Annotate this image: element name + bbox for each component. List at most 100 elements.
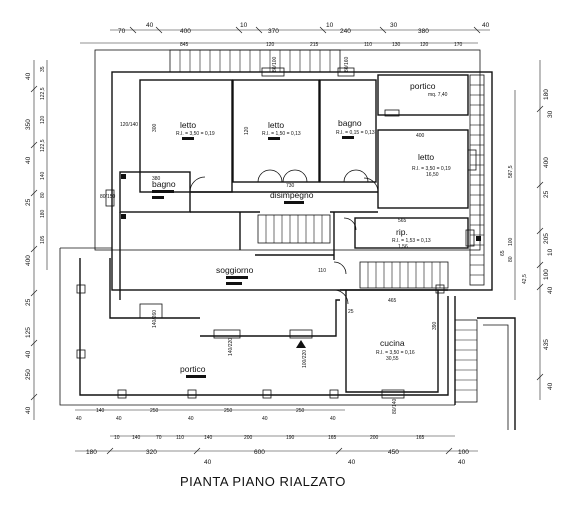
dim-porch: 40	[262, 416, 268, 422]
dim-left: 125	[25, 327, 32, 338]
dim-porch: 40	[330, 416, 336, 422]
plan-title: PIANTA PIANO RIALZATO	[180, 474, 346, 489]
opening-label: 100/220	[302, 350, 308, 368]
dim-top: 845	[180, 42, 189, 48]
room-label-cucina: cucina	[380, 338, 405, 348]
room-label-letto: letto	[268, 120, 284, 130]
left-dimensions: 40 350 40 25 400 25 125 40 250 40 35 122…	[25, 60, 48, 420]
dim-top: 120	[420, 42, 429, 48]
dim-bottom: 190	[286, 435, 295, 441]
dim-left: 40	[25, 350, 32, 358]
dim-porch: 140	[96, 408, 105, 414]
dim-bottom: 110	[176, 435, 184, 441]
dim-top: 215	[310, 42, 319, 48]
door-swings	[189, 169, 379, 305]
room-labels: letto R.I. = 3,50 = 0,19 letto R.I. = 1,…	[152, 81, 451, 378]
porch-pillars	[76, 284, 445, 399]
dim-bottom: 100	[458, 449, 469, 456]
room-ratio: R.I. = 3,50 = 0,16	[376, 350, 415, 356]
dim-label: 110	[318, 268, 326, 274]
dim-left: 140	[40, 171, 46, 180]
dim-label: 565	[398, 218, 407, 224]
dim-top: 40	[146, 22, 154, 29]
room-label-bagno: bagno	[152, 179, 176, 189]
room-ratio: R.I. = 1,50 = 0,13	[262, 131, 301, 137]
dim-label: 390	[432, 321, 438, 330]
internal-dimensions: 730 400 565 465 25 110 380 120 300 390 1…	[100, 56, 438, 414]
opening-label: 140/260	[152, 310, 158, 328]
dim-right: 587,5	[508, 165, 514, 178]
room-label-rip: rip.	[396, 227, 408, 237]
dim-porch: 250	[224, 408, 233, 414]
room-ratio: R.I. = 0,15 = 0,13	[336, 130, 375, 136]
room-label-portico: portico	[410, 81, 436, 91]
opening-label: 120/140	[120, 122, 138, 128]
dim-left: 40	[25, 406, 32, 414]
dim-bottom: 10	[114, 435, 120, 441]
dim-left: 122,5	[40, 139, 46, 152]
dim-right: 30	[547, 110, 554, 118]
dim-left: 180	[40, 209, 46, 218]
dim-top: 370	[268, 28, 279, 35]
room-area: 16,50	[426, 172, 439, 178]
dim-left: 25	[25, 298, 32, 306]
opening-label: 80/150	[100, 194, 116, 200]
dim-left: 25	[25, 198, 32, 206]
dim-bottom: 165	[328, 435, 337, 441]
dim-bottom: 320	[146, 449, 157, 456]
room-ratio: R.I. = 3,50 = 0,19	[176, 131, 215, 137]
dim-bottom: 40	[348, 459, 356, 466]
dim-left: 80	[40, 192, 46, 198]
dim-left: 105	[40, 235, 46, 244]
dim-right: 100	[508, 237, 514, 246]
dim-right: 180	[543, 89, 550, 100]
dim-right: 435	[543, 339, 550, 350]
dim-label: 465	[388, 298, 397, 304]
dim-top: 10	[240, 22, 248, 29]
dim-top: 170	[454, 42, 463, 48]
dim-porch: 250	[150, 408, 159, 414]
room-label-soggiorno: soggiorno	[216, 265, 254, 275]
dim-bottom: 180	[86, 449, 97, 456]
dim-top: 110	[364, 42, 372, 48]
dim-bottom: 70	[156, 435, 162, 441]
dim-bottom: 600	[254, 449, 265, 456]
dim-bottom: 140	[132, 435, 141, 441]
dim-label: 380	[152, 176, 161, 182]
porch-dimensions: 40 140 40 250 40 250 40 250 40	[75, 408, 345, 422]
interior-walls	[119, 74, 469, 300]
dim-left: 350	[25, 119, 32, 130]
dim-label: 25	[348, 309, 354, 315]
dim-top: 380	[418, 28, 429, 35]
dim-label: 730	[286, 183, 295, 189]
dim-top: 240	[340, 28, 351, 35]
dim-left: 250	[25, 369, 32, 380]
dim-bottom: 200	[244, 435, 253, 441]
room-label-bagno: bagno	[338, 118, 362, 128]
dim-bottom: 40	[204, 459, 212, 466]
dim-right: 40	[547, 286, 554, 294]
opening-label: 80/100	[272, 56, 278, 72]
dim-top: 10	[326, 22, 334, 29]
opening-label: 80/160	[344, 56, 350, 72]
exterior-walls	[59, 49, 493, 406]
dim-left: 400	[25, 255, 32, 266]
dim-right: 25	[543, 190, 550, 198]
dim-right: 400	[543, 157, 550, 168]
dim-top: 400	[180, 28, 191, 35]
stairs	[169, 49, 516, 430]
dim-top: 70	[118, 28, 126, 35]
dim-left: 120	[40, 115, 46, 124]
bottom-dimensions: 10 140 70 110 140 200 190 165 200 165 18…	[75, 435, 478, 466]
dim-top: 120	[266, 42, 275, 48]
dim-top: 30	[390, 22, 398, 29]
opening-label: 140/220	[228, 338, 234, 356]
room-label-letto: letto	[180, 120, 196, 130]
dim-bottom: 40	[458, 459, 466, 466]
dim-top: 130	[392, 42, 401, 48]
dim-left: 40	[25, 156, 32, 164]
windows	[105, 67, 481, 399]
dim-right: 205	[543, 233, 550, 244]
top-dimensions: 70 40 400 10 370 10 240 30 380 40 845 12…	[80, 22, 490, 48]
